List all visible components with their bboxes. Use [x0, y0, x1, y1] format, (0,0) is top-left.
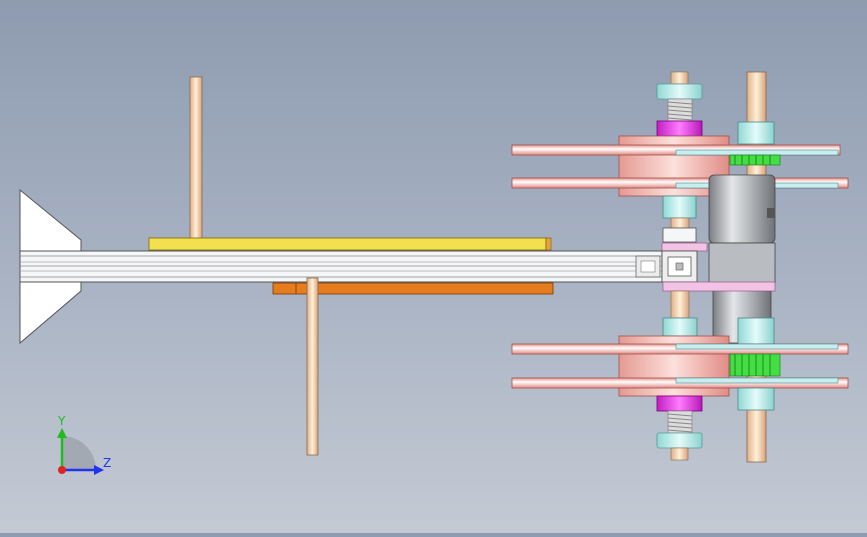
aluminum-rail	[19, 250, 663, 283]
y-axis-label: Y	[57, 414, 66, 428]
upper-spindle	[656, 71, 703, 137]
z-axis-label: Z	[103, 456, 111, 470]
orange-plate	[272, 282, 554, 295]
profile-connector	[661, 242, 776, 292]
coordinate-triad[interactable]: Y Z	[57, 414, 111, 475]
vertical-rod-upper	[189, 76, 203, 240]
left-bracket	[19, 188, 82, 345]
yellow-plate	[148, 237, 547, 251]
lower-spindle	[656, 395, 703, 461]
vertical-rod-lower	[306, 277, 319, 456]
lower-disc-assembly	[511, 335, 849, 411]
